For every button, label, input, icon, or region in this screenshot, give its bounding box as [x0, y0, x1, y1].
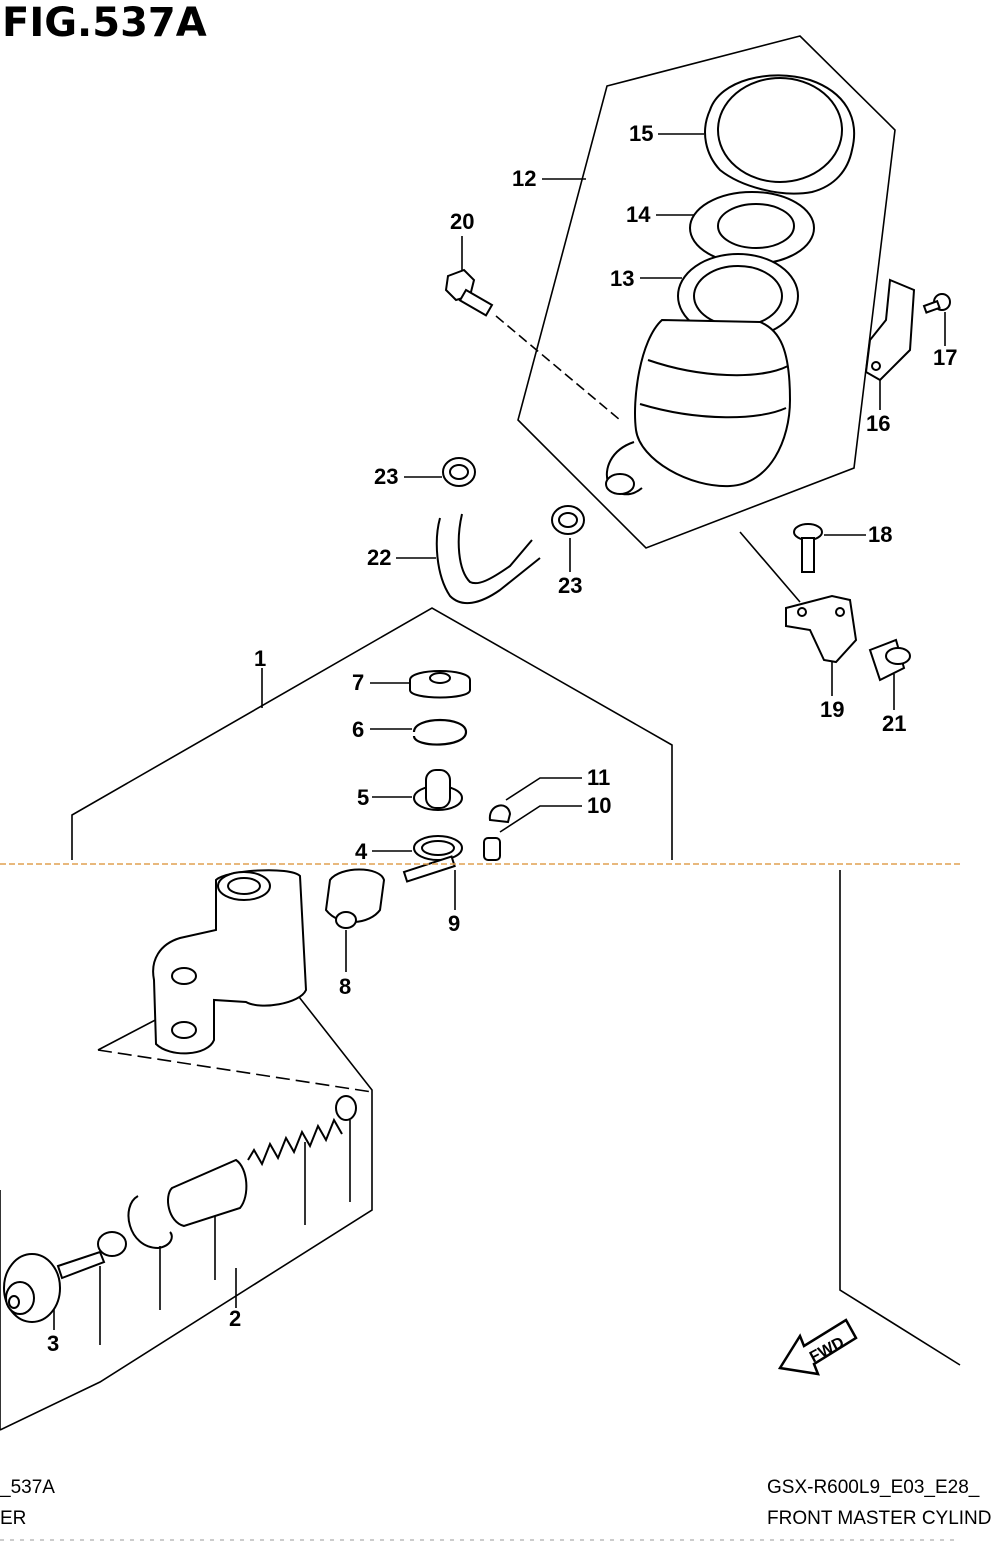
footer-left-name: ER — [0, 1508, 27, 1529]
frame-master-cylinder — [71, 607, 673, 860]
guide-bolt-20 — [495, 315, 621, 421]
cap-11 — [488, 804, 512, 824]
callout-21: 21 — [882, 711, 907, 736]
leader-11 — [505, 777, 582, 801]
hose-joint-8 — [324, 868, 386, 924]
piston-kit-rod — [56, 1231, 127, 1280]
callout-3: 3 — [47, 1331, 60, 1356]
callout-13: 13 — [610, 266, 635, 291]
footer-right-model: GSX-R600L9_E03_E28_ — [767, 1477, 980, 1498]
frame-kit-2 — [0, 1100, 373, 1431]
parts-diagram: FWD — [0, 35, 961, 1541]
callout-23a: 23 — [374, 464, 399, 489]
bolt-18 — [793, 523, 823, 573]
reservoir-cap-15 — [704, 74, 856, 195]
callout-4: 4 — [355, 839, 368, 864]
leader-10 — [499, 805, 582, 833]
callout-22: 22 — [367, 545, 392, 570]
callout-23b: 23 — [558, 573, 583, 598]
callout-16: 16 — [866, 411, 891, 436]
bleeder-screw-9 — [402, 855, 456, 883]
callout-17: 17 — [933, 345, 958, 370]
reservoir-body — [605, 318, 792, 496]
callout-18: 18 — [868, 522, 893, 547]
callout-14: 14 — [626, 202, 651, 227]
piston-kit-spring — [247, 1095, 357, 1167]
bleeder-10 — [483, 837, 501, 861]
connector-5 — [413, 769, 463, 811]
figure-title: FIG.537A — [2, 0, 207, 46]
callout-8: 8 — [339, 974, 352, 999]
piston-kit-piston — [167, 1158, 248, 1228]
callout-12: 12 — [512, 166, 537, 191]
callout-11: 11 — [587, 765, 611, 790]
guide-bracket-19 — [739, 531, 801, 603]
boot-3 — [3, 1253, 61, 1323]
callout-7: 7 — [352, 670, 365, 695]
cap-7 — [409, 670, 471, 699]
callout-5: 5 — [357, 785, 370, 810]
screw-17 — [922, 293, 951, 314]
clamp-23a — [442, 457, 476, 487]
diaphragm-plate-14 — [689, 191, 815, 265]
callout-1: 1 — [254, 646, 267, 671]
collar-21 — [868, 638, 911, 682]
master-cylinder-body — [152, 869, 308, 1055]
piston-kit-circlip — [127, 1195, 173, 1250]
guide-dashed — [97, 1049, 373, 1093]
bracket-16 — [864, 278, 916, 382]
callout-15: 15 — [629, 121, 654, 146]
callout-10: 10 — [587, 793, 612, 818]
hose-22 — [435, 513, 541, 605]
clamp-23b — [551, 505, 585, 535]
hose-joint-8-hole — [335, 911, 357, 929]
frame-right-box — [839, 870, 961, 1366]
fwd-arrow-icon: FWD — [777, 1318, 858, 1376]
circlip-6 — [412, 718, 468, 746]
bracket-19 — [785, 594, 858, 664]
o-ring-4 — [413, 835, 463, 861]
callout-2: 2 — [229, 1306, 242, 1331]
callout-19: 19 — [820, 697, 845, 722]
bolt-20 — [444, 268, 494, 317]
callout-6: 6 — [352, 717, 365, 742]
callout-9: 9 — [448, 911, 461, 936]
footer-right-name: FRONT MASTER CYLIND — [767, 1508, 992, 1529]
footer-left-code: _537A — [0, 1477, 55, 1498]
frame-reservoir-assembly — [517, 35, 896, 549]
callout-20: 20 — [450, 209, 475, 234]
